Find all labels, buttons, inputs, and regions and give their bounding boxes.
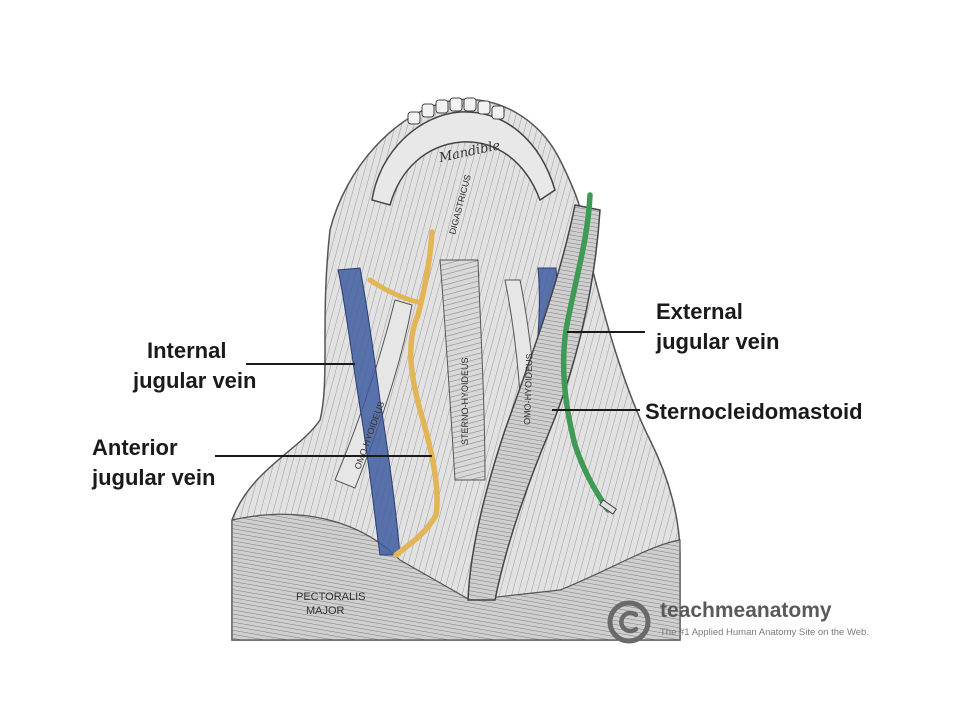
anterior-jugular-vein-label: Anterior jugular vein	[92, 433, 215, 493]
teeth	[407, 97, 505, 125]
anterior-jugular-line1: Anterior	[92, 435, 178, 460]
external-jugular-vein	[560, 192, 611, 513]
anterior-jugular-line2: jugular vein	[92, 465, 216, 490]
sterno-hyoideus-engraving: STERNO-HYOIDEUS	[460, 357, 470, 445]
anterior-jugular-vein	[393, 229, 440, 558]
internal-jugular-vein-label: Internal jugular vein	[133, 336, 256, 396]
sternocleidomastoid-label: Sternocleidomastoid	[645, 397, 863, 427]
chest-region	[231, 513, 681, 641]
sternocleidomastoid-line1: Sternocleidomastoid	[645, 399, 863, 424]
sternocleidomastoid-muscle	[467, 204, 601, 601]
omo-hyoideus-right-engraving: OMO-HYOIDEUS	[522, 353, 534, 425]
watermark-tagline: The #1 Applied Human Anatomy Site on the…	[660, 627, 869, 638]
internal-jugular-line2: jugular vein	[133, 368, 257, 393]
external-jugular-vein-label: External jugular vein	[656, 297, 779, 357]
pectoralis-engraving: PECTORALIS	[296, 591, 366, 603]
external-jugular-vein-cut-end	[599, 499, 617, 515]
watermark-title: teachmeanatomy	[660, 599, 832, 622]
teachmeanatomy-watermark: teachmeanatomy The #1 Applied Human Anat…	[606, 597, 906, 647]
sternohyoid-muscle	[439, 259, 486, 481]
internal-jugular-line1: Internal	[147, 338, 227, 363]
external-jugular-line1: External	[656, 299, 743, 324]
copyright-icon	[607, 600, 651, 644]
major-engraving: MAJOR	[306, 605, 345, 617]
mandible-bone	[371, 111, 556, 206]
external-jugular-line2: jugular vein	[656, 329, 780, 354]
anterior-jugular-vein-branch	[367, 277, 421, 305]
